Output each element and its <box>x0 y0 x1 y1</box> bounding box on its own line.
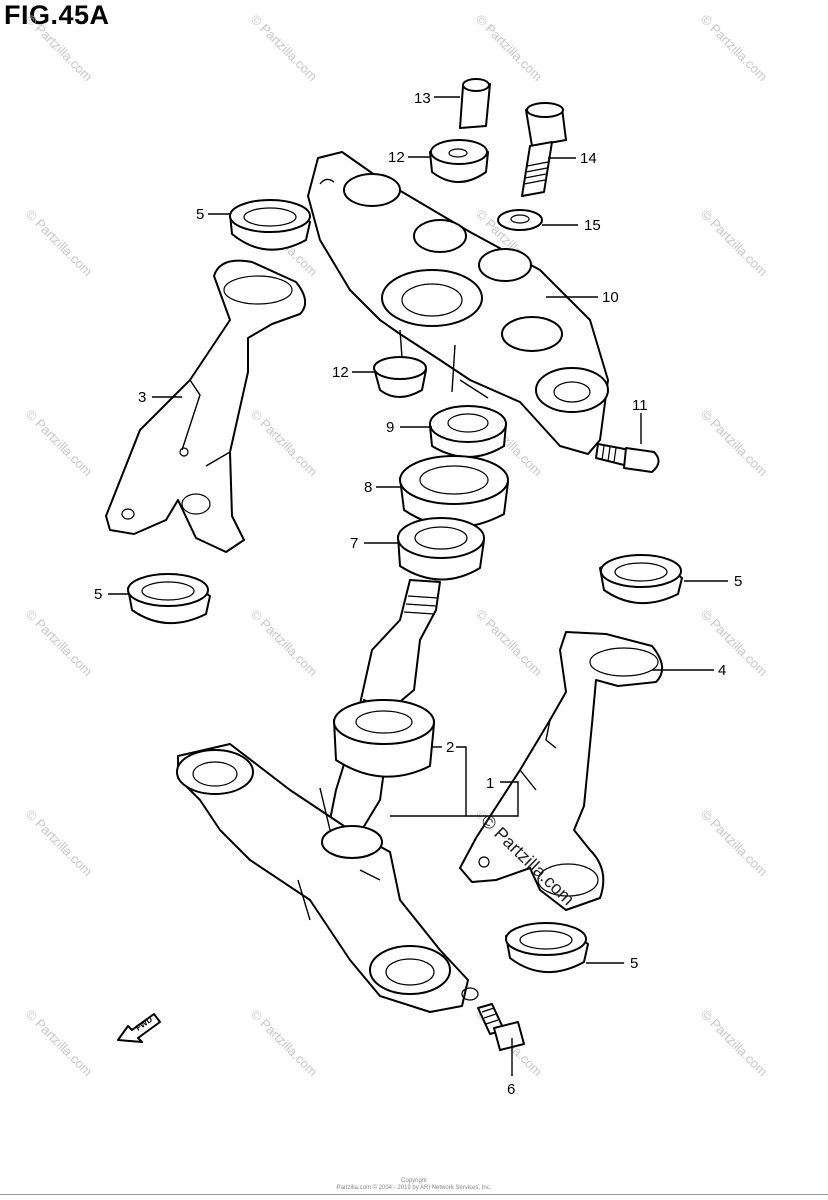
watermark-text: © Partzilla.com <box>248 407 321 480</box>
callout-9: 9 <box>386 419 394 436</box>
callout-labels: 13 14 12 5 15 10 3 12 11 9 8 7 5 5 4 2 1… <box>94 90 742 1098</box>
watermark-text: © Partzilla.com <box>23 407 96 480</box>
part-11-bolt[interactable] <box>595 443 660 473</box>
callout-5-a: 5 <box>196 206 204 223</box>
callout-1: 1 <box>486 775 494 792</box>
part-15-washer[interactable] <box>497 209 543 231</box>
leader-lines <box>108 96 728 1076</box>
part-3-bracket-left[interactable] <box>105 259 307 553</box>
callout-11: 11 <box>632 397 648 414</box>
part-2-lower-bearing[interactable] <box>333 699 435 778</box>
callout-10: 10 <box>602 289 619 306</box>
part-4-bracket-right[interactable] <box>459 631 663 911</box>
watermark-text: © Partzilla.com <box>23 12 96 85</box>
callout-8: 8 <box>364 479 372 496</box>
part-14-bolt[interactable] <box>521 102 567 197</box>
callout-14: 14 <box>580 150 597 167</box>
watermark-text: © Partzilla.com <box>248 1007 321 1080</box>
watermark-text: © Partzilla.com <box>23 607 96 680</box>
callout-5-b: 5 <box>94 586 102 603</box>
part-5-grommet-d[interactable] <box>505 922 589 973</box>
callout-4: 4 <box>718 662 726 679</box>
callout-5-d: 5 <box>630 955 638 972</box>
part-7-bearing[interactable] <box>397 517 485 581</box>
part-5-grommet-c[interactable] <box>599 554 683 604</box>
callout-15: 15 <box>584 217 601 234</box>
watermark-text: © Partzilla.com <box>23 207 96 280</box>
part-6-bolt[interactable] <box>477 1003 525 1051</box>
watermark-text: © Partzilla.com <box>698 1007 771 1080</box>
lower-bracket[interactable] <box>176 743 479 1013</box>
forward-arrow: FWD <box>117 1013 161 1043</box>
watermark-text: © Partzilla.com <box>23 1007 96 1080</box>
part-8-dust-seal[interactable] <box>399 455 509 529</box>
copyright-notice: Copyright Partzilla.com © 2004 - 2019 by… <box>0 1178 828 1192</box>
watermark-text: © Partzilla.com <box>248 12 321 85</box>
watermark-text: © Partzilla.com <box>473 607 546 680</box>
callout-7: 7 <box>350 535 358 552</box>
watermark-text: © Partzilla.com <box>698 12 771 85</box>
callout-12-lower: 12 <box>332 364 349 381</box>
part-12-grommet-upper[interactable] <box>429 139 489 183</box>
callout-2: 2 <box>446 739 454 756</box>
watermark-text: © Partzilla.com <box>698 407 771 480</box>
watermark-text: © Partzilla.com <box>698 607 771 680</box>
copyright-line-2: Partzilla.com © 2004 - 2019 by ARI Netwo… <box>336 1185 492 1191</box>
watermark-text: © Partzilla.com <box>248 607 321 680</box>
figure-title: FIG.45A <box>4 0 110 30</box>
part-13-sleeve[interactable] <box>459 78 491 129</box>
part-9-stem-nut[interactable] <box>429 405 507 458</box>
part-5-grommet-b[interactable] <box>127 573 211 624</box>
copyright-line-1: Copyright <box>401 1178 427 1184</box>
callout-5-c: 5 <box>734 573 742 590</box>
callout-12-upper: 12 <box>388 149 405 166</box>
part-10-upper-bracket[interactable] <box>307 151 609 455</box>
part-5-grommet-a[interactable] <box>229 199 311 251</box>
watermark-text: © Partzilla.com <box>23 807 96 880</box>
watermark-text: © Partzilla.com <box>698 207 771 280</box>
part-12-grommet-lower[interactable] <box>373 356 427 398</box>
watermark-text: © Partzilla.com <box>698 807 771 880</box>
bottom-divider <box>0 1194 828 1195</box>
callout-6: 6 <box>507 1081 515 1098</box>
callout-3: 3 <box>138 389 146 406</box>
callout-13: 13 <box>414 90 431 107</box>
watermark-text: © Partzilla.com <box>473 12 546 85</box>
